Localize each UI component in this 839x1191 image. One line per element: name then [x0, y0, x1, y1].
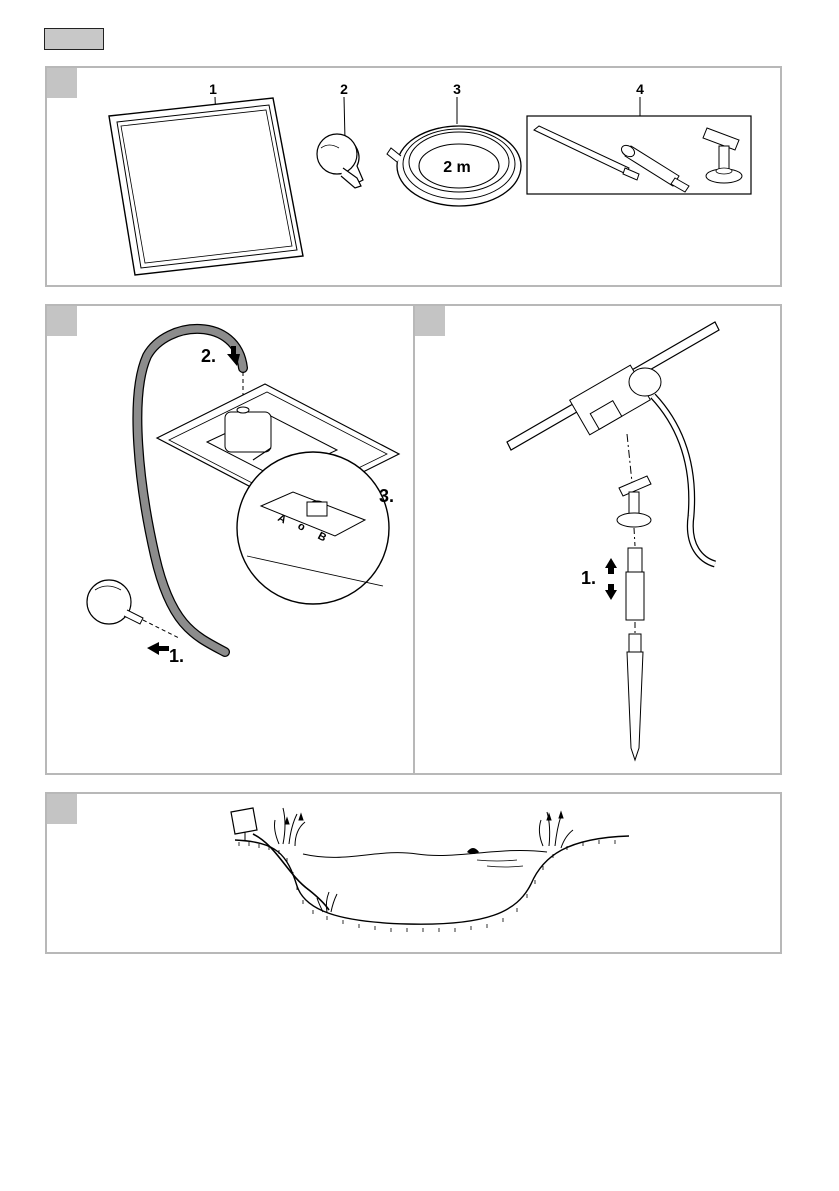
- pond-illustration: [47, 794, 784, 956]
- pump-icon: [317, 134, 363, 188]
- reed-plant-icon: [275, 808, 306, 846]
- label-panel: 1: [209, 81, 217, 97]
- solar-panel-icon: [109, 98, 303, 275]
- hose-tube: [137, 329, 243, 652]
- arrow-icon: [147, 642, 169, 655]
- figure-hose-connection: A o B 1. 2. 3.: [45, 304, 415, 775]
- hose-length-label: 2 m: [443, 159, 471, 176]
- label-mount-set: 4: [636, 81, 644, 97]
- ground-spike-icon: [627, 634, 643, 760]
- pond-water-surface: [303, 850, 547, 857]
- step-1-label: 1.: [169, 646, 184, 666]
- pump-icon: [87, 580, 143, 624]
- stake-assembly-illustration: 1.: [415, 306, 784, 777]
- label-pump: 2: [340, 81, 348, 97]
- language-tab: [44, 28, 104, 50]
- soil-hatching: [239, 840, 615, 932]
- step-1-label: 1.: [581, 568, 596, 588]
- panel-holder-icon: [617, 476, 651, 527]
- parts-illustration: 1 2 3 2 m 4: [47, 68, 784, 289]
- solar-panel-icon: [231, 808, 257, 840]
- arrow-icon: [605, 558, 617, 600]
- figure-stake-assembly: 1.: [413, 304, 782, 775]
- solar-panel-icon: [507, 322, 719, 450]
- extension-tube-icon: [626, 548, 644, 620]
- reed-plant-icon: [539, 812, 573, 848]
- label-hose: 3: [453, 81, 461, 97]
- detail-magnifier: [237, 452, 389, 604]
- step-2-label: 2.: [201, 346, 216, 366]
- figure-pond-placement: [45, 792, 782, 954]
- figure-parts-overview: 1 2 3 2 m 4: [45, 66, 782, 287]
- pond-ground-profile: [235, 836, 629, 924]
- step-3-label: 3.: [379, 486, 394, 506]
- hose-connection-illustration: A o B 1. 2. 3.: [47, 306, 417, 777]
